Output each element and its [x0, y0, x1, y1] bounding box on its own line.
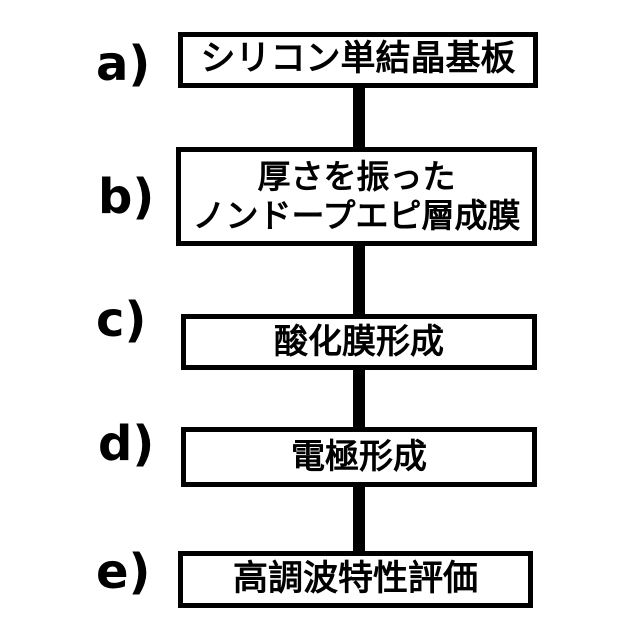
step-label-a: a) [96, 36, 151, 92]
connector-c-d [353, 367, 365, 431]
step-box-electrode-formation: 電極形成 [181, 427, 537, 487]
step-label-e: e) [96, 544, 151, 600]
step-text: 電極形成 [291, 436, 427, 477]
step-label-d: d) [98, 416, 155, 472]
step-text: シリコン単結晶基板 [200, 39, 516, 80]
step-text-line1: 厚さを振った [257, 156, 456, 196]
step-label-c: c) [96, 292, 147, 348]
step-label-b: b) [98, 169, 155, 225]
step-text: 酸化膜形成 [274, 321, 444, 362]
connector-d-e [353, 484, 365, 555]
step-text: 高調波特性評価 [232, 558, 478, 599]
step-box-oxide-film-formation: 酸化膜形成 [181, 314, 537, 370]
connector-a-b [353, 85, 365, 151]
step-box-epi-layer-deposition: 厚さを振った ノンドープエピ層成膜 [176, 147, 537, 246]
step-text-line2: ノンドープエピ層成膜 [192, 195, 521, 235]
step-box-silicon-substrate: シリコン単結晶基板 [178, 32, 538, 88]
connector-b-c [353, 243, 365, 318]
step-box-harmonic-characteristics-evaluation: 高調波特性評価 [178, 551, 533, 608]
